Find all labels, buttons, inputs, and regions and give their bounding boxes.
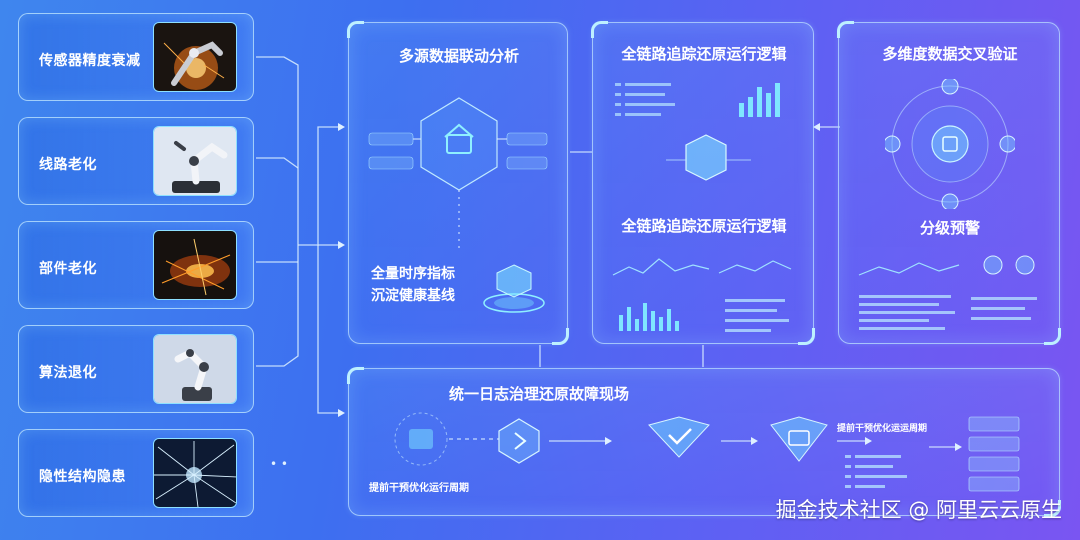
robot-arm-sparks-icon: [153, 22, 237, 92]
caption-right: 提前干预优化运运周期: [837, 424, 928, 434]
left-card-label: 算法退化: [39, 365, 97, 381]
left-card-label: 传感器精度衰减: [39, 53, 141, 69]
cracked-glass-icon: [153, 438, 237, 508]
svg-text:• •: • •: [270, 457, 288, 471]
left-card-algorithm: 算法退化: [18, 325, 254, 413]
orbit-hub-icon: [885, 79, 1015, 209]
robot-arm-icon: [153, 126, 237, 196]
panel-title: 全链路追踪还原运行逻辑: [621, 45, 787, 63]
stacked-layers-icon: [483, 264, 545, 313]
left-card-label: 部件老化: [39, 261, 97, 277]
subtitle-line: 全量时序指标: [371, 266, 455, 282]
left-card-label: 隐性结构隐患: [39, 469, 126, 485]
left-card-structure: 隐性结构隐患: [18, 429, 254, 517]
trace-bottom-charts: [612, 258, 792, 332]
watermark: 掘金技术社区 @ 阿里云云原生: [775, 498, 1062, 522]
subtitle-line: 沉淀健康基线: [371, 288, 455, 304]
warning-visual: [858, 255, 1037, 330]
hexagon-hub-icon: [368, 97, 548, 253]
caption-left: 提前干预优化运行周期: [369, 483, 469, 494]
robot-arm-icon: [153, 334, 237, 404]
panel-log: 统一日志治理还原故障现场 提前干预优化运行周期 提前干预优: [347, 367, 1061, 517]
panel-title: 多维度数据交叉验证: [882, 45, 1018, 63]
panel-title: 统一日志治理还原故障现场: [448, 385, 629, 403]
left-card-wiring: 线路老化: [18, 117, 254, 205]
log-flow-visual: [394, 412, 1020, 492]
left-card-parts: 部件老化: [18, 221, 254, 309]
panel-title: 多源数据联动分析: [398, 47, 519, 65]
left-card-sensor: 传感器精度衰减: [18, 13, 254, 101]
panel-cross-verify: 多维度数据交叉验证 分级预警: [837, 21, 1061, 345]
trace-top-visual: [615, 83, 780, 181]
panel-multi-source: 多源数据联动分析 全量时序指标 沉淀健康基线: [347, 21, 569, 345]
panel-title: 全链路追踪还原运行逻辑: [621, 217, 787, 235]
panel-trace: 全链路追踪还原运行逻辑 全链路追踪还原运行逻辑: [591, 21, 815, 345]
left-card-label: 线路老化: [39, 157, 97, 173]
sparks-icon: [153, 230, 237, 300]
panel-title: 分级预警: [919, 219, 980, 237]
